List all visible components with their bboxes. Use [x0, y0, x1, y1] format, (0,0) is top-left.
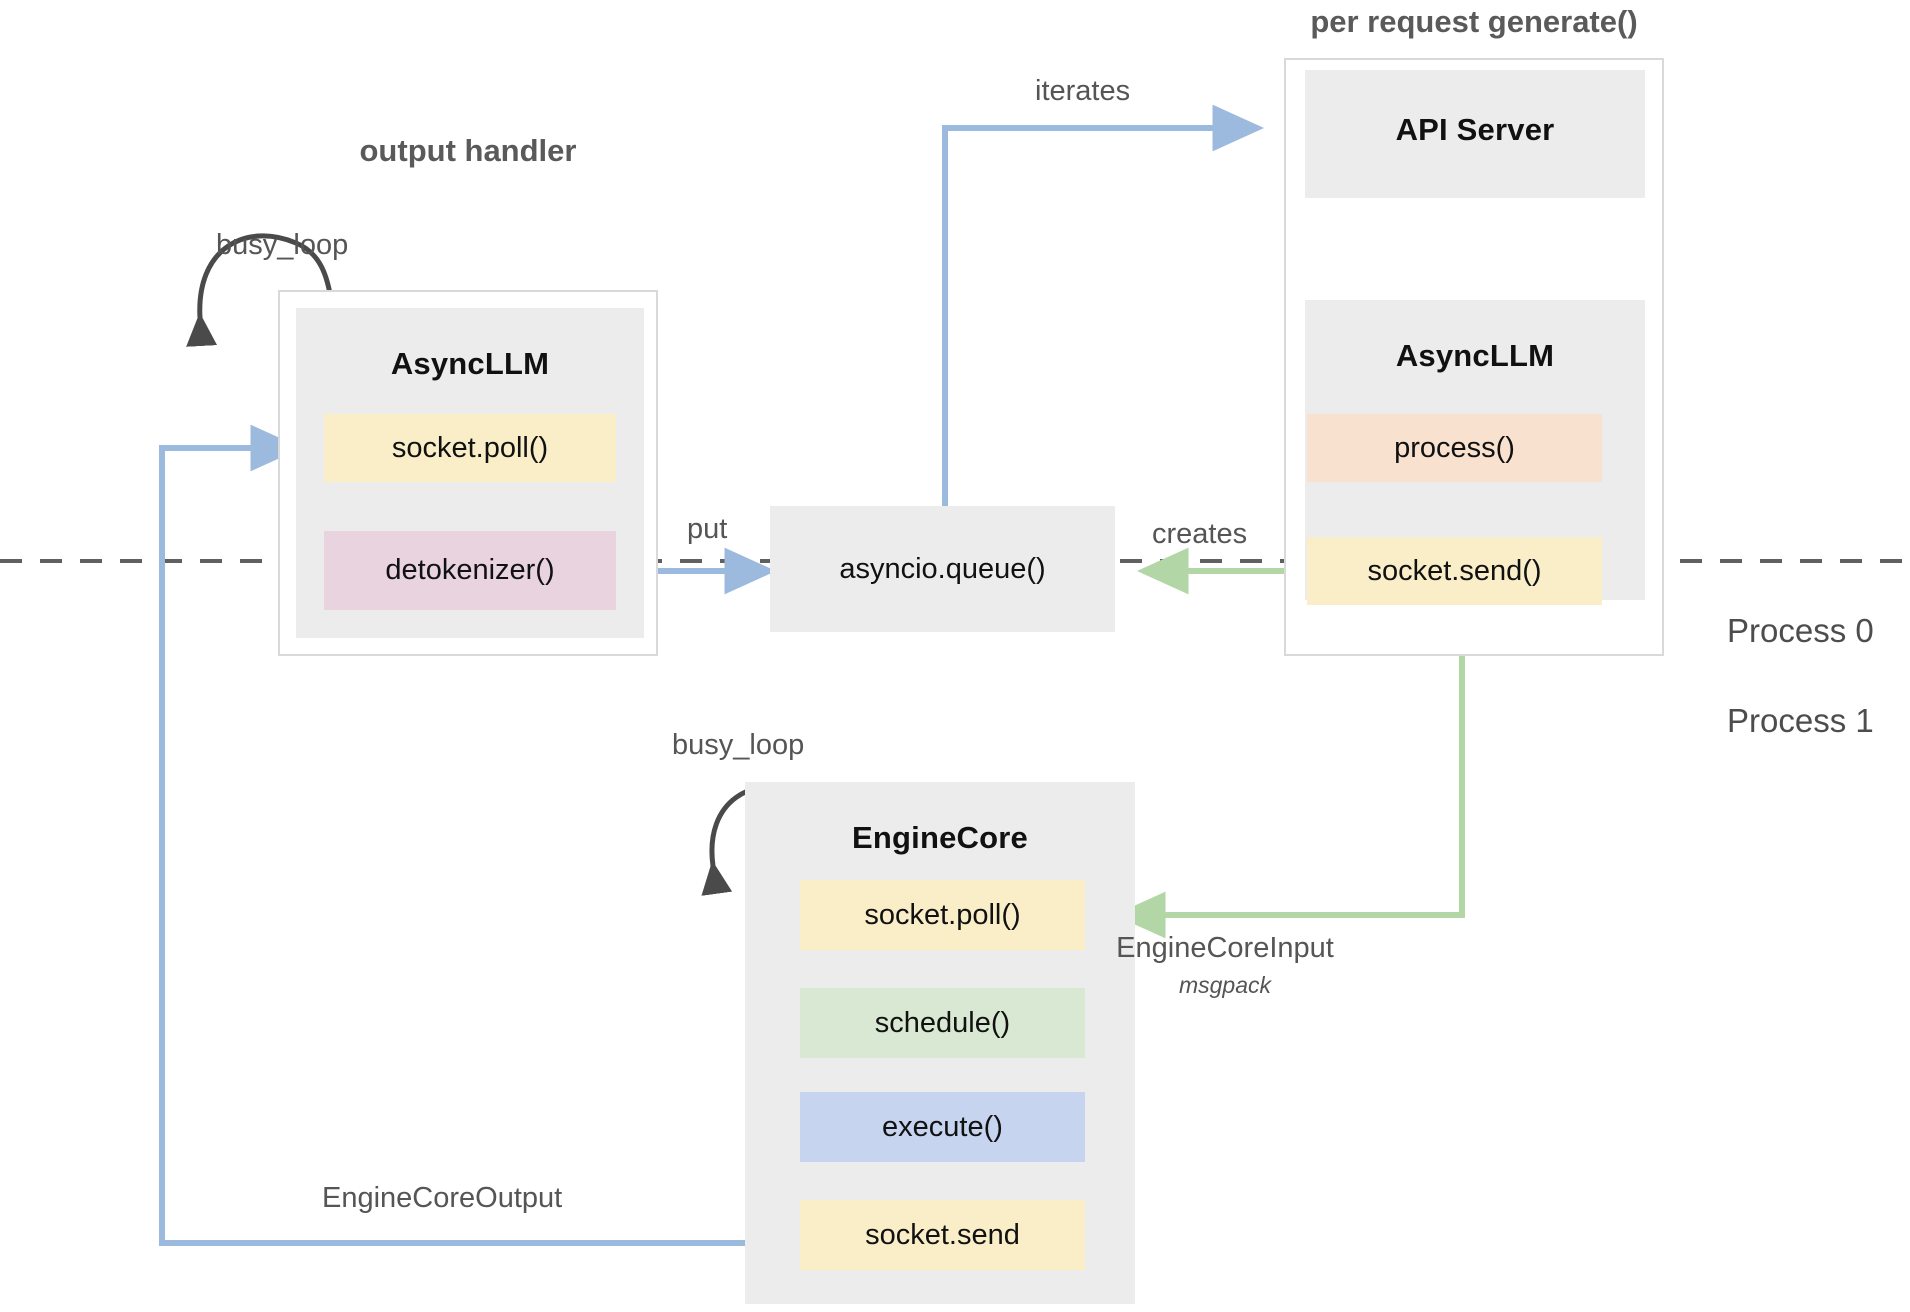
block-title-async-llm-left: AsyncLLM [390, 346, 550, 381]
method-execute-engine-core[interactable]: execute() [800, 1092, 1085, 1162]
edge-iterates [942, 104, 1265, 506]
method-socket-send-engine-core[interactable]: socket.send [800, 1200, 1085, 1270]
block-title-api-server: API Server [1395, 112, 1555, 147]
method-label: execute() [882, 1110, 1003, 1143]
edge-label-engine-core-output: EngineCoreOutput [322, 1182, 563, 1214]
edge-label-engine-core-input: EngineCoreInput [1116, 932, 1334, 964]
node-label: asyncio.queue() [839, 552, 1046, 585]
node-asyncio-queue[interactable]: asyncio.queue() [770, 506, 1115, 632]
edge-label-engine-core-input-format: msgpack [1178, 972, 1272, 998]
method-label: schedule() [874, 1006, 1011, 1039]
edge-label-busy-loop-engine: busy_loop [672, 729, 805, 761]
method-label: socket.poll() [864, 898, 1021, 931]
method-label: detokenizer() [385, 554, 555, 586]
method-label: process() [1394, 431, 1515, 464]
edge-label-creates: creates [1152, 518, 1248, 550]
group-label-per-request-generate: per request generate() [1310, 4, 1638, 39]
block-title-async-llm-right: AsyncLLM [1395, 338, 1555, 373]
process-label-1: Process 1 [1727, 702, 1874, 739]
block-title-engine-core: EngineCore [852, 820, 1028, 855]
method-socket-poll-async-llm-left[interactable]: socket.poll() [324, 414, 616, 482]
method-socket-send-async-llm-right[interactable]: socket.send() [1307, 537, 1602, 605]
block-api-server: API Server [1305, 70, 1645, 198]
method-process-async-llm-right[interactable]: process() [1307, 414, 1602, 482]
process-label-0: Process 0 [1727, 612, 1874, 649]
method-socket-poll-engine-core[interactable]: socket.poll() [800, 880, 1085, 950]
method-label: socket.send() [1367, 554, 1542, 587]
edge-label-iterates: iterates [1035, 75, 1131, 107]
method-detokenizer-async-llm-left[interactable]: detokenizer() [324, 531, 616, 610]
method-label: socket.send [865, 1218, 1020, 1251]
edge-label-busy-loop-left: busy_loop [216, 229, 349, 261]
edge-label-put: put [687, 513, 728, 545]
method-label: socket.poll() [391, 431, 549, 464]
group-label-output-handler: output handler [359, 133, 577, 168]
method-schedule-engine-core[interactable]: schedule() [800, 988, 1085, 1058]
